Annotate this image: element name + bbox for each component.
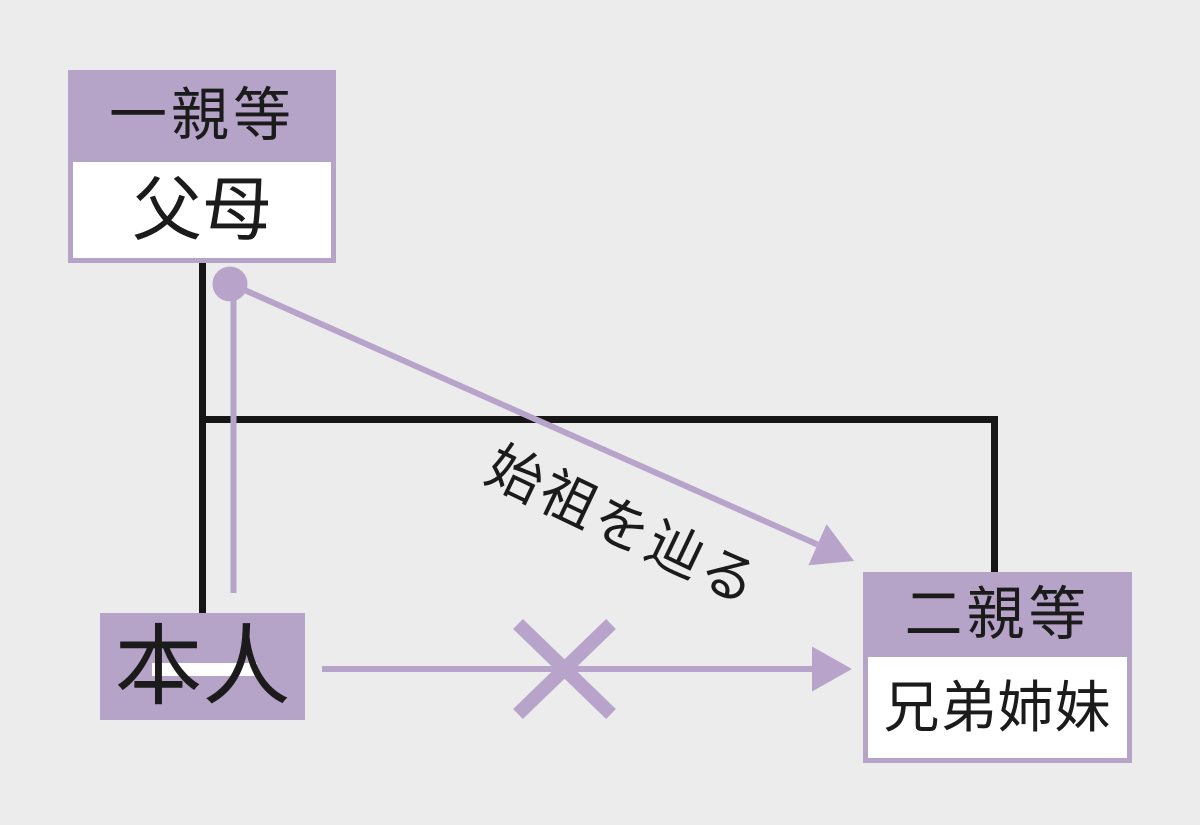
node-second-degree-body: 兄弟姉妹: [868, 657, 1127, 758]
node-self: 本人: [100, 613, 305, 720]
cross-stroke-2: [513, 618, 616, 720]
direct-path-arrowhead-icon: [812, 646, 852, 692]
node-first-degree-body: 父母: [73, 162, 331, 258]
origin-dot-icon: [212, 266, 248, 302]
trace-origin-arrowhead-icon: [808, 524, 854, 566]
cross-mark-icon: [513, 618, 616, 720]
node-self-label: 本人: [114, 616, 291, 716]
node-first-degree: 一親等 父母: [68, 70, 336, 263]
self-highlight-strip: [152, 663, 257, 676]
node-second-degree: 二親等 兄弟姉妹: [863, 572, 1132, 763]
node-first-degree-header: 一親等: [108, 83, 295, 148]
trace-origin-arrow-line: [229, 281, 819, 548]
node-second-degree-header: 二親等: [904, 581, 1091, 647]
